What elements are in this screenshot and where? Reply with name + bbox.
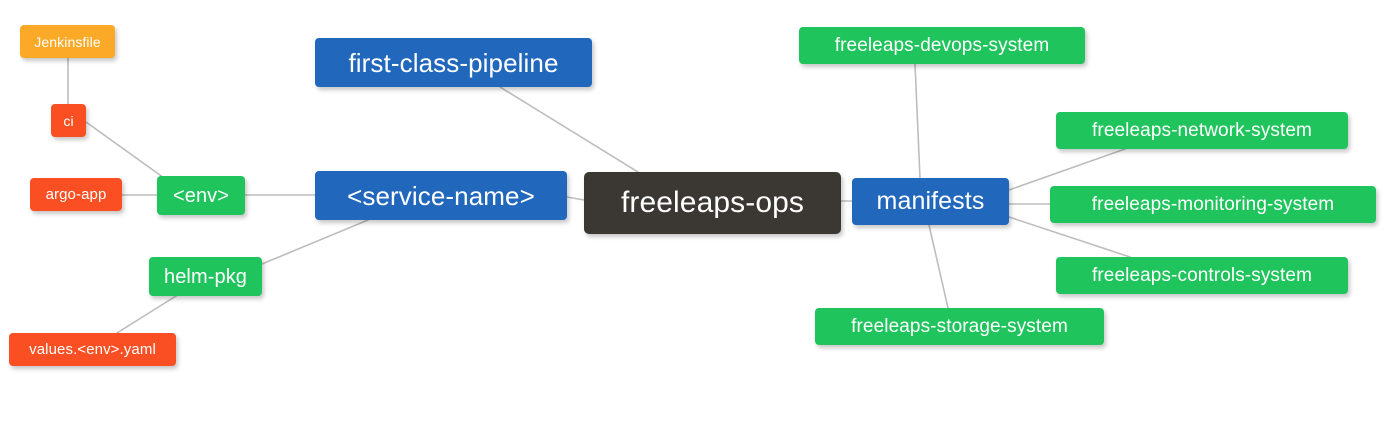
edge-manifests-to-freeleaps-network-system: [1008, 148, 1126, 191]
node-first-class-pipeline[interactable]: first-class-pipeline: [315, 38, 592, 87]
node-label-jenkinsfile: Jenkinsfile: [34, 33, 101, 50]
node-label-manifests: manifests: [876, 187, 985, 215]
node-freeleaps-storage-system[interactable]: freeleaps-storage-system: [815, 308, 1104, 345]
node-label-freeleaps-network-system: freeleaps-network-system: [1092, 120, 1312, 141]
node-label-argo-app: argo-app: [45, 186, 107, 203]
edge-manifests-to-freeleaps-controls-system: [1008, 216, 1131, 258]
node-jenkinsfile[interactable]: Jenkinsfile: [20, 25, 115, 58]
node-label-values-env-yaml: values.<env>.yaml: [29, 341, 156, 358]
node-label-ci: ci: [63, 112, 74, 129]
node-manifests[interactable]: manifests: [852, 178, 1009, 225]
node-label-first-class-pipeline: first-class-pipeline: [348, 47, 559, 78]
edge-manifests-to-freeleaps-storage-system: [928, 224, 949, 309]
edge-service-name-to-freeleaps-ops: [566, 196, 585, 201]
node-argo-app[interactable]: argo-app: [30, 178, 122, 211]
node-label-freeleaps-devops-system: freeleaps-devops-system: [834, 35, 1050, 56]
edge-helm-pkg-to-values-env-yaml: [116, 295, 177, 334]
node-label-env: <env>: [172, 184, 230, 207]
node-env[interactable]: <env>: [157, 176, 245, 215]
node-label-service-name: <service-name>: [347, 180, 535, 211]
node-freeleaps-monitoring-system[interactable]: freeleaps-monitoring-system: [1050, 186, 1376, 223]
node-freeleaps-devops-system[interactable]: freeleaps-devops-system: [799, 27, 1085, 64]
node-freeleaps-ops[interactable]: freeleaps-ops: [584, 172, 841, 234]
edge-first-class-pipeline-to-freeleaps-ops: [499, 86, 639, 173]
node-label-freeleaps-ops: freeleaps-ops: [620, 186, 805, 219]
node-values-env-yaml[interactable]: values.<env>.yaml: [9, 333, 176, 366]
node-label-freeleaps-storage-system: freeleaps-storage-system: [851, 316, 1068, 337]
node-service-name[interactable]: <service-name>: [315, 171, 567, 220]
edge-manifests-to-freeleaps-devops-system: [914, 63, 921, 179]
node-label-helm-pkg: helm-pkg: [163, 265, 248, 288]
node-freeleaps-controls-system[interactable]: freeleaps-controls-system: [1056, 257, 1348, 294]
node-label-freeleaps-monitoring-system: freeleaps-monitoring-system: [1091, 194, 1335, 215]
node-label-freeleaps-controls-system: freeleaps-controls-system: [1091, 265, 1313, 286]
node-freeleaps-network-system[interactable]: freeleaps-network-system: [1056, 112, 1348, 149]
edge-service-name-to-helm-pkg: [261, 219, 369, 265]
node-helm-pkg[interactable]: helm-pkg: [149, 257, 262, 296]
node-ci[interactable]: ci: [51, 104, 86, 137]
